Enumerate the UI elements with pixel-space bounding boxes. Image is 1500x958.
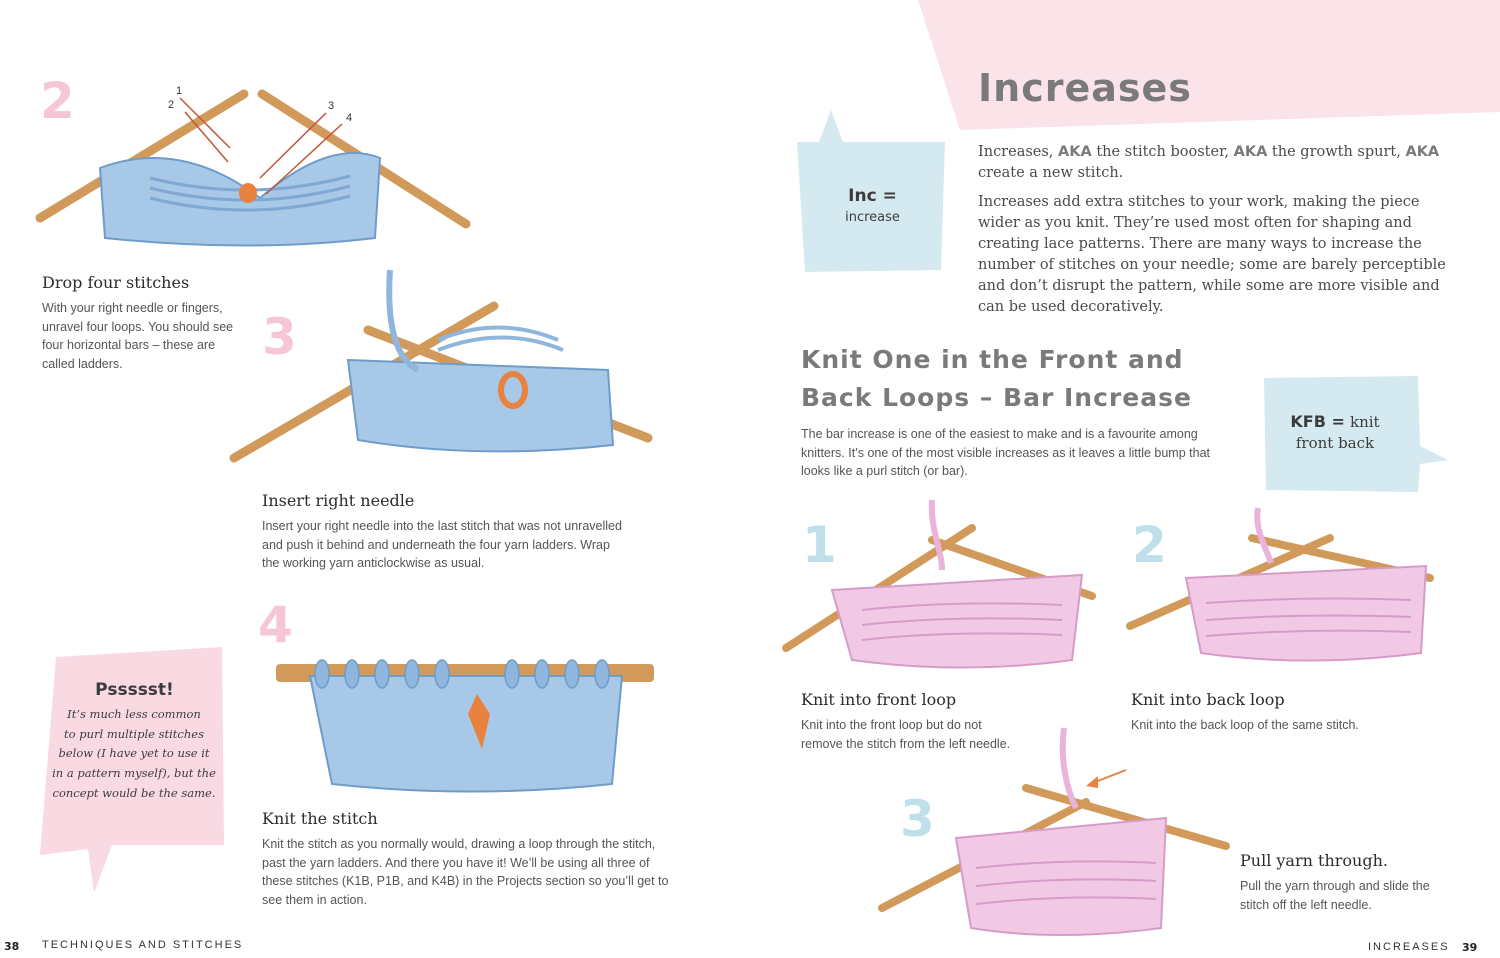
callout-4: 4	[346, 112, 352, 124]
left-running-head: TECHNIQUES AND STITCHES	[42, 939, 244, 951]
step-4-number: 4	[258, 596, 293, 654]
right-step-3-number: 3	[900, 790, 935, 848]
right-step-2-body: Knit into the back loop of the same stit…	[1131, 718, 1359, 732]
right-step-2-number: 2	[1132, 516, 1167, 574]
speech-bubble	[1264, 376, 1448, 492]
step-4-body: Knit the stitch as you normally would, d…	[262, 837, 669, 907]
section-heading: Knit One in the Front and Back Loops – B…	[801, 341, 1192, 417]
right-step-3-body: Pull the yarn through and slide the stit…	[1240, 879, 1430, 912]
knitting-illustration	[878, 727, 1230, 936]
intro-paragraph-2: Increases add extra stitches to your wor…	[978, 194, 1446, 315]
intro-text: the stitch booster,	[1091, 144, 1234, 160]
step-3-title: Insert right needle	[262, 491, 415, 510]
page-title: Increases	[978, 66, 1192, 110]
section-heading-line: Knit One in the Front and	[801, 345, 1184, 374]
tip-line: to purl multiple stitches	[64, 726, 204, 741]
speech-bubble	[797, 110, 945, 272]
knitting-illustration	[276, 659, 654, 793]
step-2-number: 2	[40, 72, 75, 130]
intro-emphasis: AKA	[1058, 144, 1092, 160]
right-step-3-title: Pull yarn through.	[1240, 851, 1388, 870]
section-heading-line: Back Loops – Bar Increase	[801, 383, 1192, 412]
knitting-illustration	[229, 269, 653, 463]
knitting-illustration: 1 2 3 4	[35, 85, 471, 247]
inc-term: Inc =	[848, 186, 897, 206]
intro-emphasis: AKA	[1405, 144, 1440, 160]
right-running-head: INCREASES	[1368, 941, 1450, 953]
callout-1: 1	[176, 85, 182, 97]
tip-body: It’s much less common to purl multiple s…	[50, 705, 218, 804]
callout-labels: 1 2 3 4	[168, 85, 352, 124]
kfb-meaning-2: front back	[1295, 434, 1375, 452]
intro-text: create a new stitch.	[978, 165, 1124, 181]
step-3-body: Insert your right needle into the last s…	[262, 519, 622, 570]
intro-text: Increases,	[978, 144, 1059, 160]
tip-line: concept would be the same.	[52, 785, 216, 800]
tip-line: in a pattern myself), but the	[52, 766, 216, 781]
callout-2: 2	[168, 99, 174, 111]
step-4-title: Knit the stitch	[262, 809, 378, 828]
speech-bubble	[40, 647, 224, 893]
arrow-icon	[1086, 769, 1127, 788]
intro-paragraph-1: Increases, AKA the stitch booster, AKA t…	[978, 142, 1448, 184]
tip-line: below (I have yet to use it	[58, 746, 210, 761]
right-step-1-body: Knit into the front loop but do not remo…	[801, 718, 1011, 751]
kfb-meaning-1: knit	[1350, 413, 1380, 431]
right-page-number: 39	[1462, 941, 1478, 954]
right-step-1-number: 1	[802, 516, 837, 574]
knitting-illustration	[782, 499, 1096, 669]
kfb-abbrev: KFB =	[1290, 412, 1345, 431]
step-2-title: Drop four stitches	[42, 273, 190, 292]
section-body: The bar increase is one of the easiest t…	[801, 427, 1210, 478]
intro-emphasis: AKA	[1233, 144, 1268, 160]
right-step-1-title: Knit into front loop	[801, 690, 957, 709]
callout-3: 3	[328, 100, 334, 112]
right-step-2-title: Knit into back loop	[1131, 690, 1285, 709]
tip-line: It’s much less common	[67, 707, 201, 721]
knitting-illustration	[1126, 507, 1434, 662]
tip-title: Pssssst!	[95, 680, 174, 700]
inc-meaning: increase	[845, 210, 900, 225]
step-2-body: With your right needle or fingers, unrav…	[42, 301, 234, 371]
left-page-number: 38	[4, 940, 20, 953]
kfb-term: KFB = knit	[1270, 412, 1400, 431]
intro-text: the growth spurt,	[1267, 144, 1406, 160]
step-3-number: 3	[262, 308, 297, 366]
